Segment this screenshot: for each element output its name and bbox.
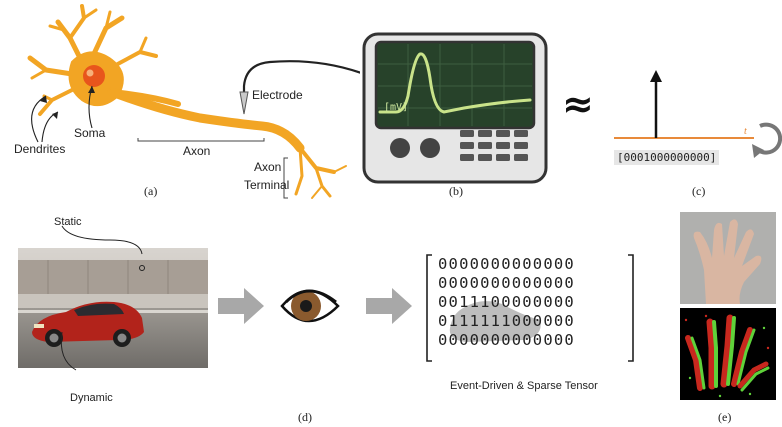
static-dynamic-pointers xyxy=(60,225,143,371)
flow-arrow-right-icon xyxy=(366,288,412,324)
tensor-brackets xyxy=(426,254,634,362)
flow-arrow-left-icon xyxy=(218,288,264,324)
sparse-tensor-matrix: 0000000000000 0000000000000 001110000000… xyxy=(438,255,575,350)
tensor-row-4: 0111111000000 xyxy=(438,312,575,330)
static-label: Static xyxy=(54,216,82,228)
hand-event-map xyxy=(680,308,776,400)
oscilloscope xyxy=(362,32,548,184)
dendrites-label: Dendrites xyxy=(14,142,66,156)
tensor-row-5: 0000000000000 xyxy=(438,331,575,349)
caption-e: (e) xyxy=(718,410,732,424)
caption-b: (b) xyxy=(449,184,463,198)
eye-icon xyxy=(280,289,340,323)
tensor-row-3: 0011100000000 xyxy=(438,293,575,311)
car-photo xyxy=(18,248,208,368)
caption-c: (c) xyxy=(692,184,706,198)
tensor-caption: Event-Driven & Sparse Tensor xyxy=(450,380,598,392)
electrode-label: Electrode xyxy=(252,88,303,102)
axon-terminal-label-line1: Axon xyxy=(254,160,282,174)
dynamic-label: Dynamic xyxy=(70,392,113,404)
spike-plot xyxy=(614,70,782,158)
tensor-row-1: 0000000000000 xyxy=(438,255,575,273)
neuron-illustration xyxy=(27,4,360,199)
approx-symbol: ≈ xyxy=(562,82,594,126)
axon-label: Axon xyxy=(183,144,211,158)
caption-d: (d) xyxy=(298,410,312,424)
spike-sequence: [0001000000000] xyxy=(614,150,720,165)
soma-label: Soma xyxy=(74,126,106,140)
hand-photo xyxy=(680,212,776,304)
tensor-row-2: 0000000000000 xyxy=(438,274,575,292)
time-axis-label: t xyxy=(744,126,747,137)
screen-unit-label: [mV] xyxy=(384,102,409,113)
axon-terminal-label-line2: Terminal xyxy=(244,178,290,192)
tensor-active-blob xyxy=(449,301,541,342)
caption-a: (a) xyxy=(144,184,158,198)
